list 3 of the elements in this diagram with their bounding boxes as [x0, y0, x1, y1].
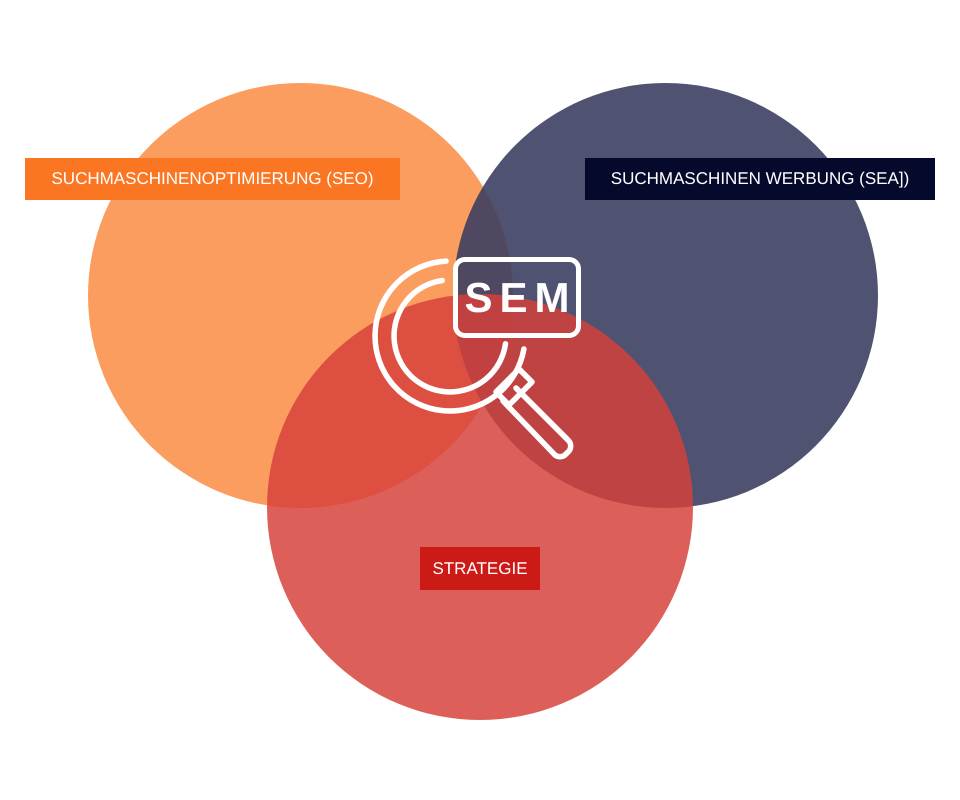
- circle-label: SUCHMASCHINENOPTIMIERUNG (SEO): [25, 158, 400, 200]
- circle-label: SUCHMASCHINEN WERBUNG (SEA]): [585, 158, 935, 200]
- circle-label: STRATEGIE: [420, 547, 540, 590]
